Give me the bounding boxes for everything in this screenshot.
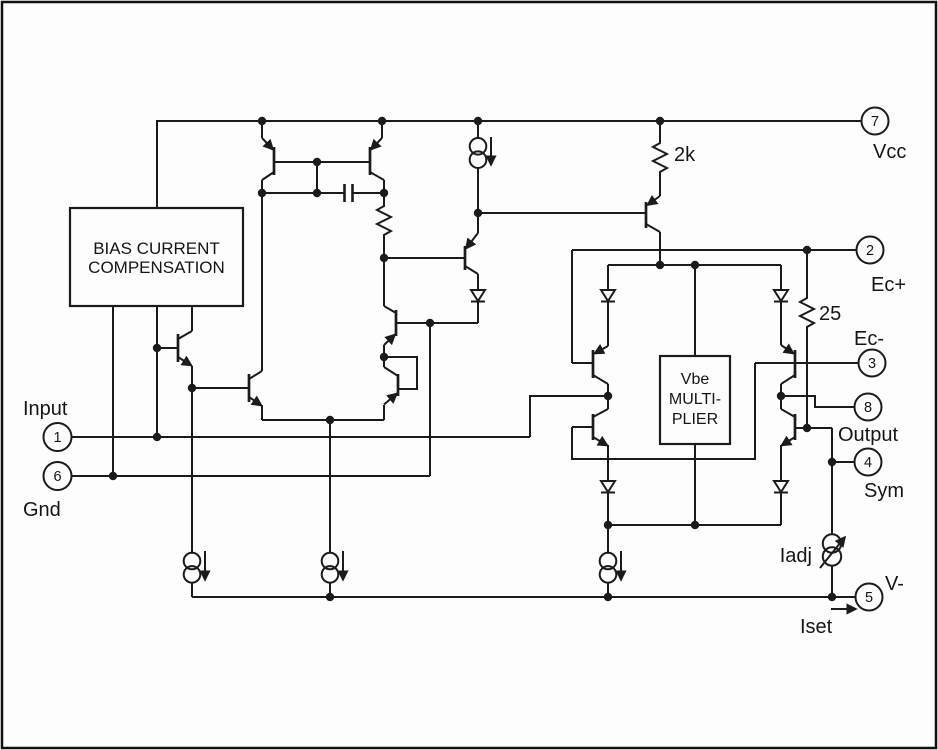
pin-6-gnd: 6 Gnd bbox=[23, 461, 73, 521]
current-source-tail-right bbox=[320, 551, 349, 584]
transistor-q5-pnp-cascode-upper bbox=[383, 305, 398, 346]
iset-arrow: Iset bbox=[800, 603, 858, 638]
transistor-q8-pnp-driver bbox=[478, 194, 661, 233]
pin-2-ec-plus: 2 Ec+ bbox=[855, 235, 906, 296]
sym-label: Sym bbox=[864, 480, 904, 502]
vbe-block-label-line1: Vbe bbox=[681, 371, 710, 388]
pin-1-input: 1 Input bbox=[23, 398, 73, 452]
transistor-q7-pnp-mid bbox=[463, 232, 479, 275]
gnd-label: Gnd bbox=[23, 499, 61, 521]
v-minus-label: V- bbox=[885, 573, 904, 595]
vbe-multiplier-block: Vbe MULTI- PLIER bbox=[658, 354, 732, 446]
resistor-unlabeled bbox=[374, 193, 394, 258]
diode-d5 bbox=[772, 480, 790, 494]
junction-dots bbox=[108, 116, 837, 602]
pin-4-number: 4 bbox=[864, 455, 872, 471]
bias-block-label-line1: BIAS CURRENT bbox=[93, 239, 220, 258]
bias-block-label-line2: COMPENSATION bbox=[88, 258, 225, 277]
wires bbox=[71, 120, 862, 598]
resistor-2k-value: 2k bbox=[674, 144, 696, 166]
transistor-q11-pnp-ladder-upper-right bbox=[780, 343, 797, 385]
transistor-q6-pnp-cascode-lower bbox=[383, 366, 400, 406]
diode-d4 bbox=[772, 289, 790, 303]
current-source-tail-left bbox=[182, 551, 211, 584]
pin-5-v-minus: 5 V- bbox=[854, 573, 904, 612]
transistor-q1-npn bbox=[176, 330, 193, 367]
pin-8-output: 8 Output bbox=[838, 392, 898, 446]
pin-4-sym: 4 Sym bbox=[853, 447, 904, 502]
pin-3-number: 3 bbox=[868, 356, 876, 372]
transistor-q4-pnp-mirror-right bbox=[368, 137, 385, 181]
current-source-iadj: Iadj bbox=[780, 533, 847, 569]
diode-d2 bbox=[599, 289, 617, 303]
transistor-q2-npn bbox=[247, 370, 263, 407]
ec-minus-label: Ec- bbox=[854, 328, 884, 350]
resistor-2k: 2k bbox=[650, 140, 696, 175]
transistor-q12-npn-ladder-lower-right bbox=[780, 408, 797, 447]
vcc-label: Vcc bbox=[873, 141, 906, 163]
pin-5-number: 5 bbox=[865, 590, 873, 606]
transistor-q10-npn-ladder-lower-left bbox=[591, 408, 609, 447]
compensation-capacitor bbox=[343, 184, 354, 202]
transistor-q3-pnp-mirror-left bbox=[261, 137, 370, 181]
pin-1-number: 1 bbox=[53, 430, 61, 446]
diode-d3 bbox=[599, 480, 617, 494]
current-source-top bbox=[468, 137, 497, 169]
output-label: Output bbox=[838, 424, 898, 446]
pin-8-number: 8 bbox=[864, 400, 872, 416]
pin-2-number: 2 bbox=[866, 243, 874, 259]
resistor-25: 25 bbox=[797, 296, 841, 329]
transistor-q9-pnp-ladder-upper-left bbox=[591, 343, 609, 385]
current-source-ladder bbox=[598, 551, 627, 584]
vbe-block-label-line2: MULTI- bbox=[669, 391, 721, 408]
ec-plus-label: Ec+ bbox=[871, 274, 906, 296]
pin-7-number: 7 bbox=[871, 114, 879, 130]
bias-current-compensation-block: BIAS CURRENT COMPENSATION bbox=[68, 206, 245, 308]
input-label: Input bbox=[23, 398, 68, 420]
pin-6-number: 6 bbox=[53, 469, 61, 485]
iset-label: Iset bbox=[800, 616, 833, 638]
diode-d1 bbox=[469, 289, 487, 303]
pin-3-ec-minus: 3 Ec- bbox=[854, 328, 887, 378]
pin-7-vcc: 7 Vcc bbox=[860, 106, 906, 163]
vbe-block-label-line3: PLIER bbox=[672, 411, 718, 428]
resistor-25-value: 25 bbox=[819, 303, 841, 325]
iadj-label: Iadj bbox=[780, 545, 812, 567]
